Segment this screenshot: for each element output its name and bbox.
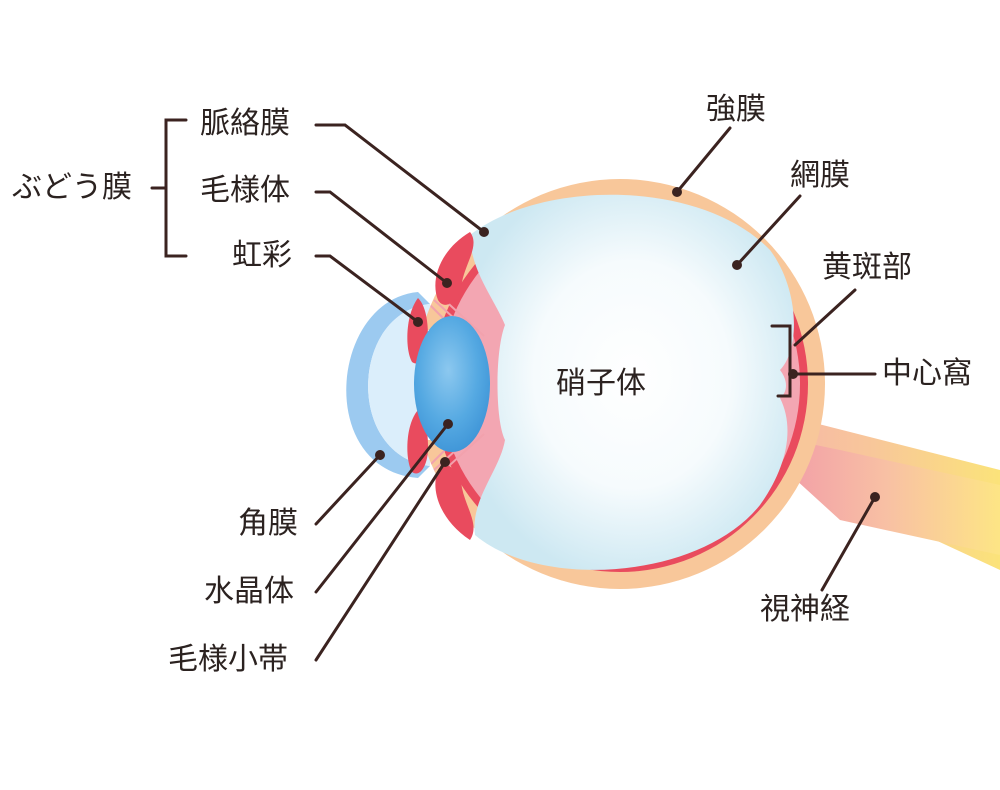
leader-lines [150,118,880,662]
label-choroid: 脈絡膜 [200,106,290,141]
cornea-shape [346,292,430,478]
label-fovea: 中心窩 [882,356,972,391]
vitreous-shape [470,194,794,570]
label-optic-nerve: 視神経 [760,592,850,627]
label-uvea: ぶどう膜 [12,170,132,205]
label-iris: 虹彩 [232,238,292,273]
ciliary-body-lower [435,465,474,540]
label-zonule: 毛様小帯 [168,642,288,677]
label-lens: 水晶体 [204,574,294,609]
label-sclera: 強膜 [706,92,766,127]
label-cornea: 角膜 [238,506,298,541]
label-ciliary-body: 毛様体 [200,173,290,208]
label-macula: 黄斑部 [822,250,912,285]
lens-shape [414,316,490,452]
label-vitreous: 硝子体 [556,366,646,401]
label-retina: 網膜 [790,158,850,193]
